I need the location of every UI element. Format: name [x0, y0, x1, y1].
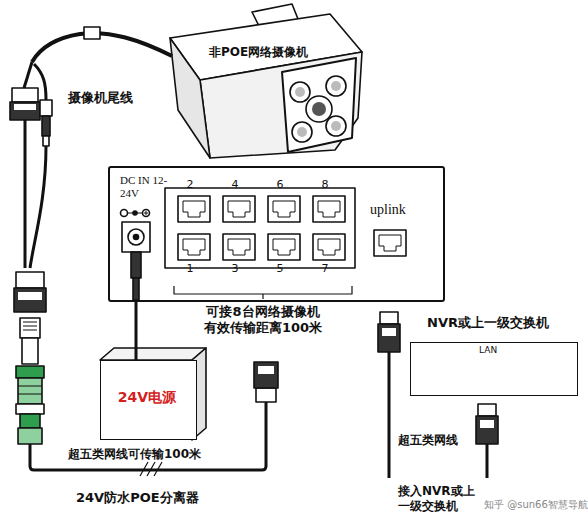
- node-box: 非POE网络摄像机: [207, 44, 319, 64]
- rj45-ports: [178, 196, 406, 260]
- label: 接入NVR或上一级交换机: [398, 484, 478, 514]
- label: 7: [315, 262, 335, 276]
- port: [268, 196, 300, 222]
- label: 3: [225, 262, 245, 276]
- port: [374, 230, 406, 256]
- node-text: NVR或上一级交换机: [427, 315, 549, 331]
- node-text: 非POE网络摄像机: [209, 45, 308, 59]
- port: [223, 196, 255, 222]
- port-socket: [273, 201, 295, 217]
- label: 超五类网线: [398, 433, 458, 448]
- node-text: DC IN 12-24V: [120, 174, 170, 200]
- label: 24V防水POE分离器: [76, 490, 199, 506]
- node-text: LAN: [479, 345, 497, 356]
- label: 2: [180, 178, 200, 192]
- port: [223, 234, 255, 260]
- port: [178, 196, 210, 222]
- port-socket: [183, 239, 205, 255]
- label: 摄像机尾线: [68, 90, 133, 106]
- node-box: 24V电源: [100, 360, 197, 440]
- node-text: 24V电源: [101, 389, 193, 406]
- label: 8: [315, 178, 335, 192]
- port-socket: [228, 239, 250, 255]
- port-socket: [318, 201, 340, 217]
- label: 1: [180, 262, 200, 276]
- tail-cable: [10, 27, 172, 268]
- port-socket: [273, 239, 295, 255]
- port-socket: [379, 235, 401, 251]
- port: [268, 234, 300, 260]
- label: 可接8台网络摄像机 有效传输距离100米: [178, 304, 348, 337]
- power-supply: [100, 348, 206, 440]
- port: [178, 234, 210, 260]
- port: [313, 196, 345, 222]
- rj45-plug: [254, 362, 278, 402]
- camera-illustration: [170, 4, 362, 158]
- poe-splitter: [14, 272, 266, 476]
- port: [313, 234, 345, 260]
- port-socket: [228, 201, 250, 217]
- label: 知乎 @sun66智慧导航: [484, 499, 588, 512]
- port-socket: [183, 201, 205, 217]
- label: 5: [270, 262, 290, 276]
- label: 4: [225, 178, 245, 192]
- node-text: uplink: [370, 202, 406, 219]
- switch-panel: [121, 188, 356, 300]
- label: 超五类网线可传输100米: [68, 447, 201, 462]
- node-box: NVR或上一级交换机LAN: [410, 342, 578, 396]
- port-socket: [318, 239, 340, 255]
- power-cable: [135, 302, 138, 360]
- label: 6: [270, 178, 290, 192]
